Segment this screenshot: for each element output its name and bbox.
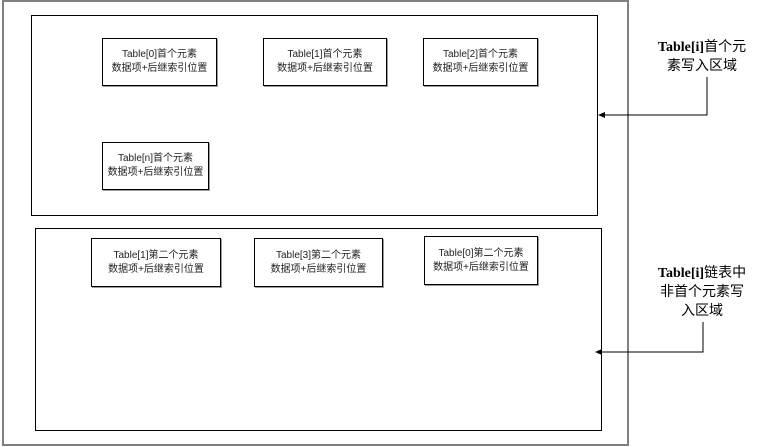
node-table1-second: Table[1]第二个元素 数据项+后继索引位置	[91, 238, 221, 287]
arrowhead-icon	[598, 112, 605, 118]
node-table1-first: Table[1]首个元素 数据项+后继索引位置	[263, 38, 387, 86]
node-title: Table[3]第二个元素	[275, 249, 362, 261]
node-title: Table[0]首个元素	[121, 49, 198, 60]
label-line1: 链表中	[704, 266, 747, 281]
node-body: 数据项+后继索引位置	[108, 263, 204, 275]
node-title: Table[0]第二个元素	[438, 247, 524, 259]
node-table2-first: Table[2]首个元素 数据项+后继索引位置	[423, 38, 538, 86]
node-body: 数据项+后继索引位置	[107, 167, 204, 178]
node-title: Table[1]第二个元素	[113, 249, 199, 261]
node-table0-first: Table[0]首个元素 数据项+后继索引位置	[102, 38, 217, 86]
node-body: 数据项+后继索引位置	[432, 63, 529, 74]
label-bold: Table[i]	[657, 266, 705, 281]
label-line1: 首个元	[704, 40, 747, 55]
node-title: Table[2]首个元素	[442, 49, 519, 60]
second-region-label: Table[i]链表中 非首个元素写 入区域	[646, 264, 758, 321]
node-body: 数据项+后继索引位置	[277, 63, 373, 74]
node-tablen-first: Table[n]首个元素 数据项+后继索引位置	[102, 142, 209, 190]
node-table3-second: Table[3]第二个元素 数据项+后继索引位置	[254, 238, 383, 287]
memory-outer-frame	[2, 0, 629, 446]
arrowhead-icon	[595, 349, 602, 355]
node-body: 数据项+后继索引位置	[433, 261, 529, 273]
label-bold: Table[i]	[657, 40, 705, 55]
node-body: 数据项+后继索引位置	[111, 63, 208, 74]
node-title: Table[n]首个元素	[117, 153, 194, 164]
non-first-element-region	[35, 228, 602, 431]
first-element-region	[31, 15, 598, 216]
first-region-label: Table[i]首个元 素写入区域	[646, 38, 758, 76]
label-line2: 素写入区域	[667, 59, 737, 74]
node-body: 数据项+后继索引位置	[270, 263, 367, 275]
label-line3: 入区域	[681, 304, 723, 319]
second-region-arrow	[601, 322, 704, 353]
node-title: Table[1]首个元素	[287, 49, 363, 60]
label-line2: 非首个元素写	[660, 285, 744, 300]
first-region-arrow	[604, 77, 708, 116]
node-table0-second: Table[0]第二个元素 数据项+后继索引位置	[424, 236, 538, 285]
